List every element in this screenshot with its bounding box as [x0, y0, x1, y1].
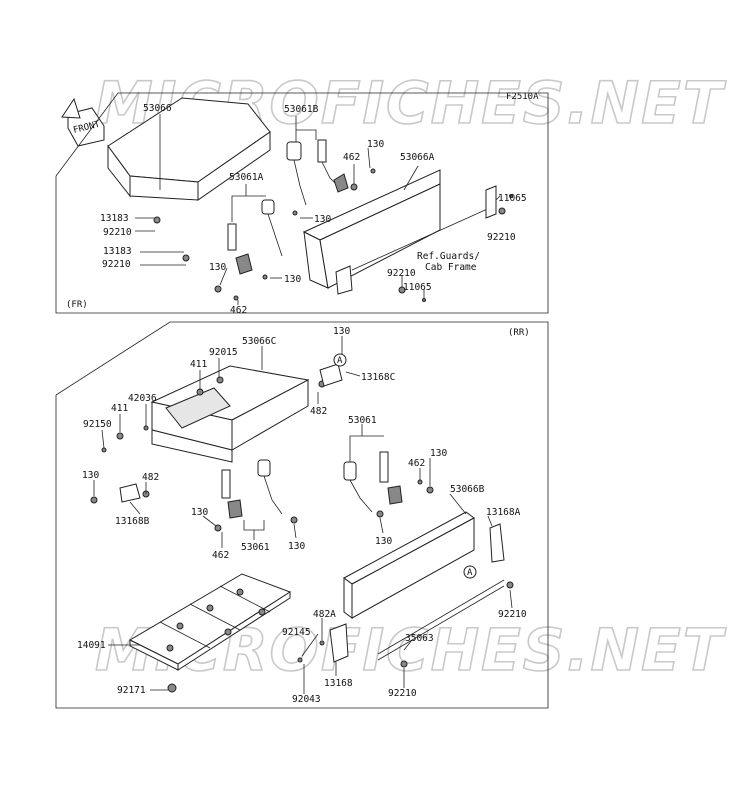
callout-130-f: 130	[430, 448, 447, 459]
seat-belt-53061a	[227, 199, 283, 275]
callout-130-g: 130	[82, 470, 99, 481]
front-panel-tag: (FR)	[66, 300, 88, 310]
callout-482a: 482A	[313, 609, 336, 620]
callout-11065-a: 11065	[498, 193, 527, 204]
rear-panel-tag: (RR)	[508, 328, 530, 338]
bracket-13168	[329, 623, 349, 663]
callout-13183-a: 13183	[100, 213, 129, 224]
rear-leader-lines	[93, 336, 513, 694]
callout-92015: 92015	[209, 347, 238, 358]
callout-13168b: 13168B	[115, 516, 150, 527]
callout-411-a: 411	[190, 359, 207, 370]
front-leader-lines	[135, 114, 501, 305]
callout-130-i: 130	[288, 541, 305, 552]
callout-53066: 53066	[143, 103, 172, 114]
seat-belt-53061-left	[221, 459, 283, 519]
callout-462-c: 462	[408, 458, 425, 469]
rear-panel-frame	[55, 321, 549, 709]
seat-belt-53061b	[286, 139, 349, 206]
callout-53061: 53061	[348, 415, 377, 426]
callout-13183-b: 13183	[103, 246, 132, 257]
callout-482-b: 482	[142, 472, 159, 483]
callout-11065-b: 11065	[403, 282, 432, 293]
front-note-line2: Cab Frame	[425, 262, 477, 273]
callout-130-j: 130	[375, 536, 392, 547]
ref-marker-a-top	[333, 353, 347, 367]
bracket-13168a	[489, 523, 505, 563]
bracket-13168b	[119, 483, 141, 503]
callout-92210-d: 92210	[387, 268, 416, 279]
ref-marker-a-top-label: A	[337, 356, 343, 366]
callout-92210-f: 92210	[388, 688, 417, 699]
callout-13168: 13168	[324, 678, 353, 689]
seat-cushion-front	[107, 97, 271, 201]
front-arrow-icon: FRONT	[61, 97, 105, 147]
seat-cushion-rear	[150, 365, 310, 463]
callout-92210-e: 92210	[498, 609, 527, 620]
callout-53066b: 53066B	[450, 484, 485, 495]
front-panel-frame	[55, 92, 549, 314]
callout-130-c: 130	[284, 274, 301, 285]
seat-belt-53061-right	[343, 451, 403, 513]
front-note-line1: Ref.Guards/	[417, 251, 480, 262]
callout-130-b: 130	[314, 214, 331, 225]
callout-130-d: 130	[209, 262, 226, 273]
callout-462-a: 462	[343, 152, 360, 163]
callout-411-b: 411	[111, 403, 128, 414]
backrest-53066a	[302, 169, 497, 295]
callout-482-a: 482	[310, 406, 327, 417]
backrest-53066b	[343, 511, 475, 619]
bracket-13168c	[319, 363, 343, 387]
callout-53061-c: 53061	[241, 542, 270, 553]
callout-53061a: 53061A	[229, 172, 264, 183]
callout-53061b: 53061B	[284, 104, 319, 115]
callout-92145: 92145	[282, 627, 311, 638]
callout-13168a: 13168A	[486, 507, 521, 518]
callout-130-e: 130	[333, 326, 350, 337]
floor-mat-14091	[128, 573, 292, 671]
figure-code: F2510A	[506, 92, 539, 102]
callout-92210-b: 92210	[102, 259, 131, 270]
callout-92210-c: 92210	[487, 232, 516, 243]
callout-92150: 92150	[83, 419, 112, 430]
callout-14091: 14091	[77, 640, 106, 651]
hardware-dots-front	[153, 168, 513, 302]
callout-53066c: 53066C	[242, 336, 276, 347]
callout-92210-a: 92210	[103, 227, 132, 238]
callout-92043: 92043	[292, 694, 321, 705]
callout-53066a: 53066A	[400, 152, 435, 163]
callout-130-a: 130	[367, 139, 384, 150]
callout-42036: 42036	[128, 393, 157, 404]
rod-35063	[377, 579, 505, 661]
callout-92171: 92171	[117, 685, 146, 696]
ref-marker-a-bottom-label: A	[467, 568, 473, 578]
callout-13168c: 13168C	[361, 372, 395, 383]
callout-130-h: 130	[191, 507, 208, 518]
ref-marker-a-bottom	[463, 565, 477, 579]
callout-35063: 35063	[405, 633, 434, 644]
callout-462-d: 462	[212, 550, 229, 561]
callout-462-b: 462	[230, 305, 247, 316]
